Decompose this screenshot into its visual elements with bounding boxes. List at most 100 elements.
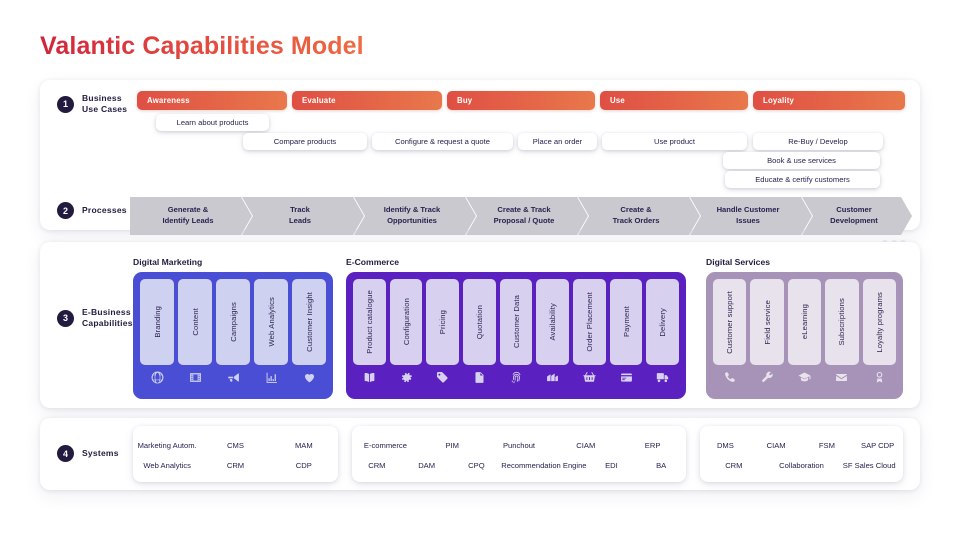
system-item[interactable]: CIAM (766, 440, 786, 450)
capability-tile-label: Customer support (725, 290, 735, 354)
use-case-stage-pill[interactable]: Evaluate (292, 91, 442, 110)
system-item[interactable]: SF Sales Cloud (842, 460, 896, 470)
capability-tile[interactable]: Customer Insight (292, 279, 326, 399)
system-item[interactable]: MAM (294, 440, 313, 450)
use-case-stage-pill[interactable]: Loyality (753, 91, 905, 110)
use-case-stage-label: Use (610, 96, 625, 105)
system-item[interactable]: Collaboration (779, 460, 824, 470)
use-case-stage-label: Evaluate (302, 96, 336, 105)
capability-tile-label: Availability (548, 303, 558, 341)
gear-icon (400, 365, 413, 389)
heart-icon (303, 365, 316, 389)
use-case-item-pill[interactable]: Learn about products (156, 114, 269, 131)
capability-tile[interactable]: Order Placement (573, 279, 606, 399)
system-item[interactable]: CRM (226, 460, 245, 470)
capability-tile[interactable]: Quotation (463, 279, 496, 399)
use-case-item-pill[interactable]: Use product (602, 133, 747, 150)
capability-tile[interactable]: Delivery (646, 279, 680, 399)
process-step-line2: Issues (736, 216, 760, 225)
capability-tile[interactable]: Pricing (426, 279, 460, 399)
capability-tile-label: Payment (621, 306, 631, 338)
system-item[interactable]: CPQ (468, 460, 485, 470)
process-step-label: Generate &Identify Leads (162, 205, 213, 226)
graduation-cap-icon (798, 365, 811, 389)
row-label-capabilities: 3 E-Business Capabilities (57, 307, 133, 329)
use-case-stage-pill[interactable]: Buy (447, 91, 595, 110)
process-step-line2: Leads (289, 216, 311, 225)
system-item[interactable]: DAM (418, 460, 436, 470)
capability-tile-body: Availability (536, 279, 570, 365)
system-item[interactable]: PIM (445, 440, 459, 450)
row-label-text-1: Business Use Cases (82, 93, 128, 115)
process-step-line1: Handle Customer (716, 205, 780, 215)
process-step-line1: Create & (620, 205, 652, 215)
system-item[interactable]: Web Analytics (143, 460, 191, 470)
capability-cluster-title: E-Commerce (346, 257, 400, 267)
system-item[interactable]: CRM (368, 460, 386, 470)
capability-tile[interactable]: Customer Data (499, 279, 533, 399)
capability-tile-body: Subscriptions (825, 279, 859, 365)
system-item[interactable]: DMS (716, 440, 734, 450)
capability-tile[interactable]: eLearning (787, 279, 822, 399)
use-case-stage-pill[interactable]: Use (600, 91, 748, 110)
use-case-item-pill[interactable]: Book & use services (723, 152, 880, 169)
systems-row: E-commerce PIM Punchout CIAM ERP (352, 435, 686, 455)
capability-tile[interactable]: Product catalogue (353, 279, 386, 399)
capability-tile[interactable]: Subscriptions (825, 279, 859, 399)
capability-tile-label: Pricing (438, 309, 448, 335)
system-item[interactable]: FSM (818, 440, 835, 450)
system-item[interactable]: E-commerce (363, 440, 407, 450)
capability-tile[interactable]: Loyalty programs (862, 279, 897, 399)
use-case-stage-pill[interactable]: Awareness (137, 91, 287, 110)
system-item[interactable]: EDI (605, 460, 618, 470)
capability-tile-body: Pricing (426, 279, 460, 365)
system-item[interactable]: BA (656, 460, 667, 470)
process-step[interactable]: Generate &Identify Leads (130, 197, 252, 235)
use-case-item-pill[interactable]: Re-Buy / Develop (753, 133, 883, 150)
capability-tile-body: Configuration (389, 279, 423, 365)
use-case-item-pill[interactable]: Configure & request a quote (372, 133, 513, 150)
use-case-item-pill[interactable]: Compare products (243, 133, 367, 150)
capability-tile-body: Web Analytics (254, 279, 288, 365)
capability-tile[interactable]: Branding (140, 279, 174, 399)
system-item[interactable]: Recommendation Engine (501, 460, 587, 470)
system-item[interactable]: Punchout (502, 440, 536, 450)
capability-tile[interactable]: Payment (609, 279, 643, 399)
row-number-badge-3: 3 (57, 309, 74, 327)
system-item[interactable]: CIAM (576, 440, 596, 450)
use-case-item-pill[interactable]: Educate & certify customers (725, 171, 880, 188)
system-item[interactable]: Marketing Autom. (137, 440, 197, 450)
system-item[interactable]: CMS (227, 440, 244, 450)
process-step-line1: Generate & (167, 205, 209, 215)
capability-tile[interactable]: Customer support (713, 279, 747, 399)
capability-tile-body: Quotation (463, 279, 496, 365)
process-step[interactable]: Create &Track Orders (578, 197, 700, 235)
capability-tile-label: Loyalty programs (874, 291, 884, 353)
row-label-text-3: E-Business Capabilities (82, 307, 133, 329)
system-item[interactable]: CRM (725, 460, 743, 470)
system-item[interactable]: ERP (644, 440, 661, 450)
capability-tile[interactable]: Campaigns (216, 279, 250, 399)
process-step-line1: Create & Track (497, 205, 551, 215)
system-item[interactable]: SAP CDP (861, 440, 895, 450)
capability-tile[interactable]: Availability (536, 279, 570, 399)
system-item[interactable]: CDP (295, 460, 312, 470)
use-case-item-label: Book & use services (767, 156, 836, 165)
capability-tile[interactable]: Web Analytics (254, 279, 288, 399)
systems-row: CRM DAM CPQ Recommendation Engine EDI BA (352, 455, 686, 475)
capability-tile-label: eLearning (800, 304, 810, 340)
capability-tile[interactable]: Content (178, 279, 212, 399)
use-case-item-pill[interactable]: Place an order (518, 133, 597, 150)
capability-tile[interactable]: Configuration (389, 279, 423, 399)
capability-tile[interactable]: Field service (750, 279, 784, 399)
use-case-stage-label: Awareness (147, 96, 190, 105)
